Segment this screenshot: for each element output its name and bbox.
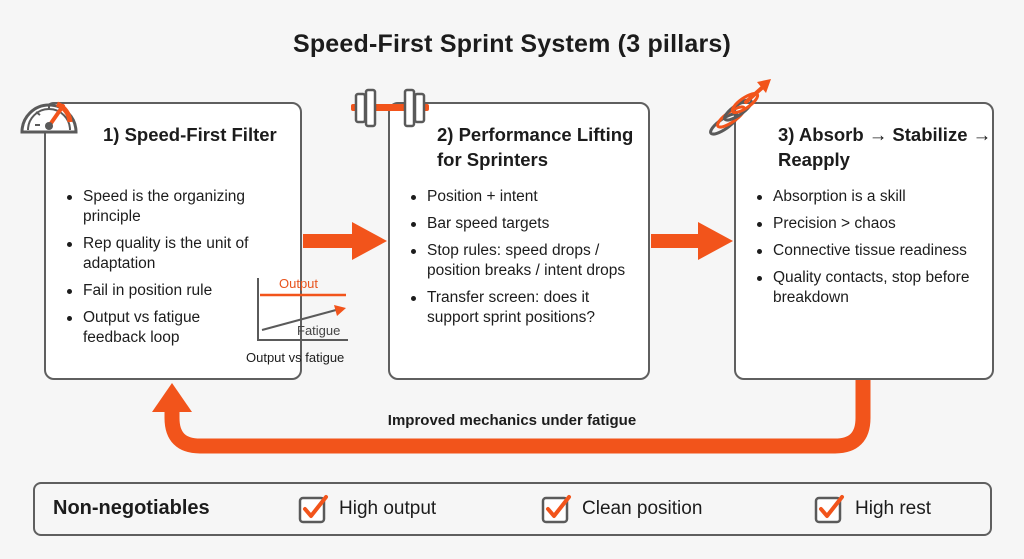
checkbox-checked-icon bbox=[814, 495, 844, 524]
arrow-pillar1-to-pillar2 bbox=[303, 222, 387, 260]
non-negotiable-label: High output bbox=[339, 498, 437, 519]
bullet-item: Stop rules: speed drops / position break… bbox=[410, 241, 640, 281]
pillar-title: 1) Speed-First Filter bbox=[103, 124, 277, 145]
pillar-bullets: Position + intent Bar speed targets Stop… bbox=[410, 187, 640, 335]
bullet-item: Speed is the organizing principle bbox=[66, 187, 266, 227]
mini-chart-graphic bbox=[257, 278, 348, 341]
bullet-item: Position + intent bbox=[410, 187, 640, 207]
bullet-item: Bar speed targets bbox=[410, 214, 640, 234]
fatigue-line-label: Fatigue bbox=[297, 323, 341, 338]
bullet-item: Rep quality is the unit of adaptation bbox=[66, 234, 266, 274]
bullet-item: Absorption is a skill bbox=[756, 187, 986, 207]
checkbox-checked-icon bbox=[541, 495, 571, 524]
pillar-title: 2) Performance Lifting for Sprinters bbox=[437, 124, 634, 170]
feedback-loop-arrow bbox=[152, 380, 871, 454]
non-negotiable-label: Clean position bbox=[582, 498, 703, 519]
pillar-card-absorb-stabilize-reapply: 3) Absorb → Stabilize → Reapply Absorpti… bbox=[734, 102, 994, 380]
non-negotiable-label: High rest bbox=[855, 498, 932, 519]
pillar-bullets: Absorption is a skill Precision > chaos … bbox=[756, 187, 986, 315]
non-negotiables-bar: Non-negotiables High output Clean positi… bbox=[33, 482, 992, 536]
non-negotiable-high-output: High output bbox=[297, 493, 436, 525]
diagram-title: Speed-First Sprint System (3 pillars) bbox=[292, 30, 732, 58]
bullet-item: Quality contacts, stop before breakdown bbox=[756, 268, 986, 308]
checkbox-checked-icon bbox=[298, 495, 328, 524]
fatigue-arrowhead bbox=[334, 305, 346, 316]
bullet-item: Precision > chaos bbox=[756, 214, 986, 234]
arrow-pillar2-to-pillar3 bbox=[651, 222, 733, 260]
feedback-loop-label: Improved mechanics under fatigue bbox=[387, 412, 637, 429]
pillar-bullets: Speed is the organizing principle Rep qu… bbox=[66, 187, 266, 355]
mini-chart-caption: Output vs fatigue bbox=[246, 350, 345, 365]
pillar-title: 3) Absorb → Stabilize → Reapply bbox=[778, 124, 992, 170]
non-negotiable-high-rest: High rest bbox=[813, 493, 931, 525]
bullet-item: Output vs fatigue feedback loop bbox=[66, 308, 266, 348]
output-line-label: Output bbox=[279, 276, 319, 291]
bullet-item: Fail in position rule bbox=[66, 281, 266, 301]
pillar-card-performance-lifting: 2) Performance Lifting for Sprinters Pos… bbox=[388, 102, 650, 380]
speedometer-icon bbox=[20, 101, 78, 134]
non-negotiables-label: Non-negotiables bbox=[53, 497, 210, 519]
bullet-item: Transfer screen: does it support sprint … bbox=[410, 288, 640, 328]
spring-icon bbox=[709, 79, 771, 136]
barbell-icon bbox=[351, 88, 429, 128]
fatigue-line bbox=[261, 309, 337, 331]
non-negotiable-clean-position: Clean position bbox=[540, 493, 702, 525]
bullet-item: Connective tissue readiness bbox=[756, 241, 986, 261]
output-vs-fatigue-mini-chart: Output Fatigue Output vs fatigue bbox=[246, 268, 368, 368]
